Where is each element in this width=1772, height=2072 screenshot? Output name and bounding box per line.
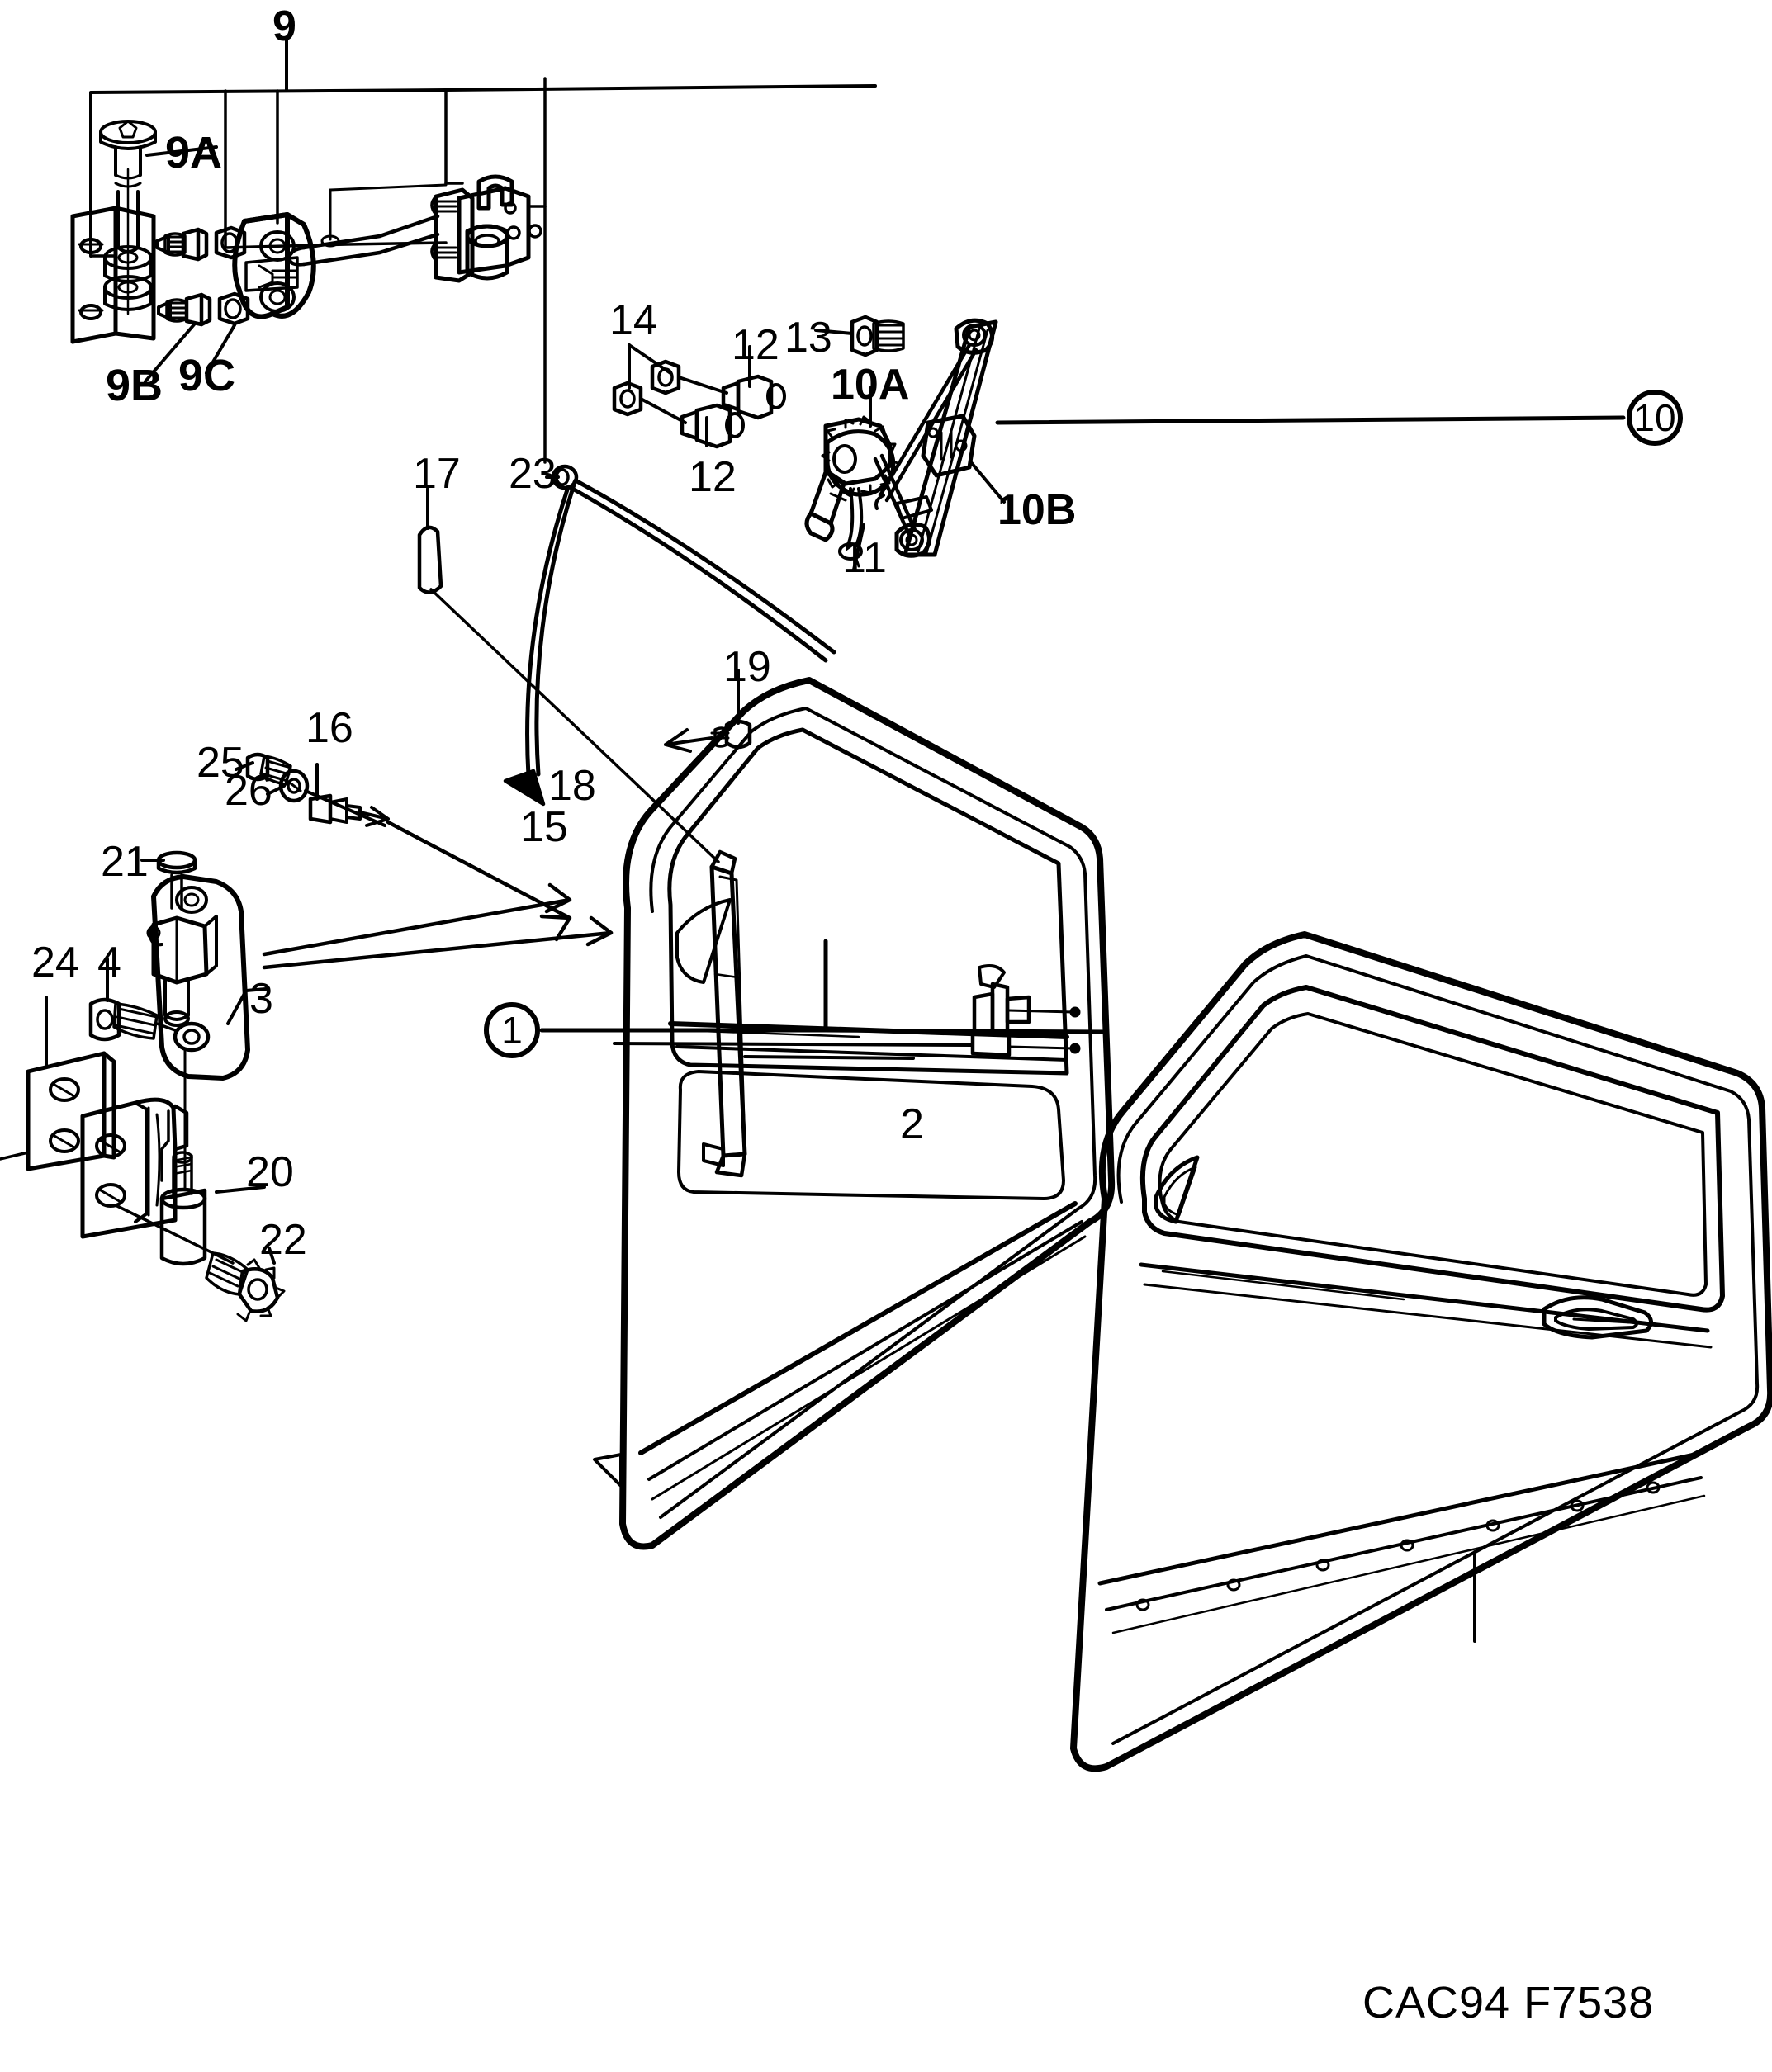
leader-11 [852, 523, 865, 571]
balloon-10-text: 10 [1633, 396, 1676, 439]
leader-9C-lower [205, 324, 236, 375]
check-strap-mounting-plate [232, 89, 316, 319]
check-strap-bracket [70, 206, 156, 344]
callout-19: 19 [723, 643, 771, 691]
callout-9: 9 [272, 2, 296, 50]
leader-9A [145, 145, 218, 157]
panel-screw-19 [664, 669, 752, 753]
balloon-10: 10 [1627, 390, 1683, 446]
callout-14: 14 [609, 296, 657, 344]
balloon-1-text: 1 [501, 1009, 523, 1052]
window-guide-channel-15 [702, 849, 915, 1178]
callout-10A: 10A [831, 361, 910, 409]
leader-20 [215, 1185, 266, 1194]
callout-25: 25 [197, 739, 244, 787]
leader-10B [969, 461, 1006, 504]
callout-9A: 9A [165, 128, 223, 177]
regulator-stud-nut-upper [677, 374, 786, 420]
callout-26: 26 [225, 767, 272, 815]
regulator-rail-bolt-13 [850, 315, 905, 357]
callout-2: 2 [900, 1100, 924, 1148]
callout-9B: 9B [106, 361, 163, 410]
leader-17b [429, 588, 720, 863]
balloon-1: 1 [484, 1002, 540, 1058]
leader-3 [226, 989, 248, 1025]
window-regulator-group [612, 315, 1626, 571]
door-frame-assembly-1 [235, 464, 1116, 1550]
hinge-pin-20 [159, 1151, 266, 1266]
grommet-plug-23 [503, 464, 836, 807]
regulator-lock-nut-b [650, 359, 681, 395]
guide-channel-end-cap-17 [417, 487, 720, 863]
leader-1-balloon-a [539, 939, 828, 1033]
check-strap-latch-housing [430, 174, 547, 283]
hinge-screw-22 [114, 1204, 286, 1322]
callout-21: 21 [101, 838, 149, 886]
guide-channel-bracket-16 [308, 763, 390, 827]
leader-22 [268, 1247, 276, 1265]
callout-22: 22 [259, 1216, 307, 1264]
leader-1-balloon-b [823, 1028, 1109, 1034]
check-strap-bolt-9B-lower [144, 292, 212, 383]
regulator-rail-10B [873, 318, 1006, 558]
hinge-pin-cap-21 [140, 850, 197, 910]
callout-4: 4 [97, 939, 121, 986]
check-strap-bolt-9B-upper [155, 227, 209, 262]
leader-15 [743, 1055, 915, 1060]
hinge-group [0, 850, 286, 1322]
leader-25 [235, 761, 254, 771]
regulator-lock-nut-a [612, 381, 643, 417]
leader-18 [613, 1042, 973, 1047]
leader-9B [144, 322, 197, 383]
callout-20: 20 [246, 1148, 294, 1196]
check-strap-nut-9C-lower [205, 291, 250, 375]
callout-18: 18 [548, 762, 596, 810]
callout-13: 13 [784, 314, 832, 362]
sheet-caption: CAC94 F7538 [1362, 1978, 1655, 2027]
callout-12-lower: 12 [689, 453, 737, 501]
hinge-body-half-plate [80, 1097, 189, 1239]
callout-11: 11 [842, 534, 887, 582]
outer-door-panel-2 [1070, 931, 1772, 1772]
callout-17: 17 [413, 450, 461, 498]
check-strap-arm [287, 183, 448, 267]
door-hinge-body-3 [146, 874, 268, 1081]
check-strap-group [70, 38, 877, 464]
regulator-stud-nut-lower [639, 397, 745, 449]
callout-3: 3 [249, 975, 273, 1023]
callout-24: 24 [31, 939, 79, 986]
callout-9C: 9C [178, 351, 236, 400]
bracket-washer-26 [266, 769, 386, 827]
callout-23: 23 [509, 450, 557, 498]
arrow-hinge-to-frame-a [262, 882, 572, 957]
callout-16: 16 [306, 704, 353, 752]
door-lock-striker-guide-18 [613, 964, 1081, 1057]
callout-12-upper: 12 [732, 321, 779, 369]
callout-10B: 10B [997, 486, 1077, 534]
hinge-bolt-4 [88, 958, 177, 1042]
leader-10-balloon [995, 415, 1626, 425]
leader-13 [814, 329, 854, 335]
callout-15: 15 [520, 803, 568, 851]
